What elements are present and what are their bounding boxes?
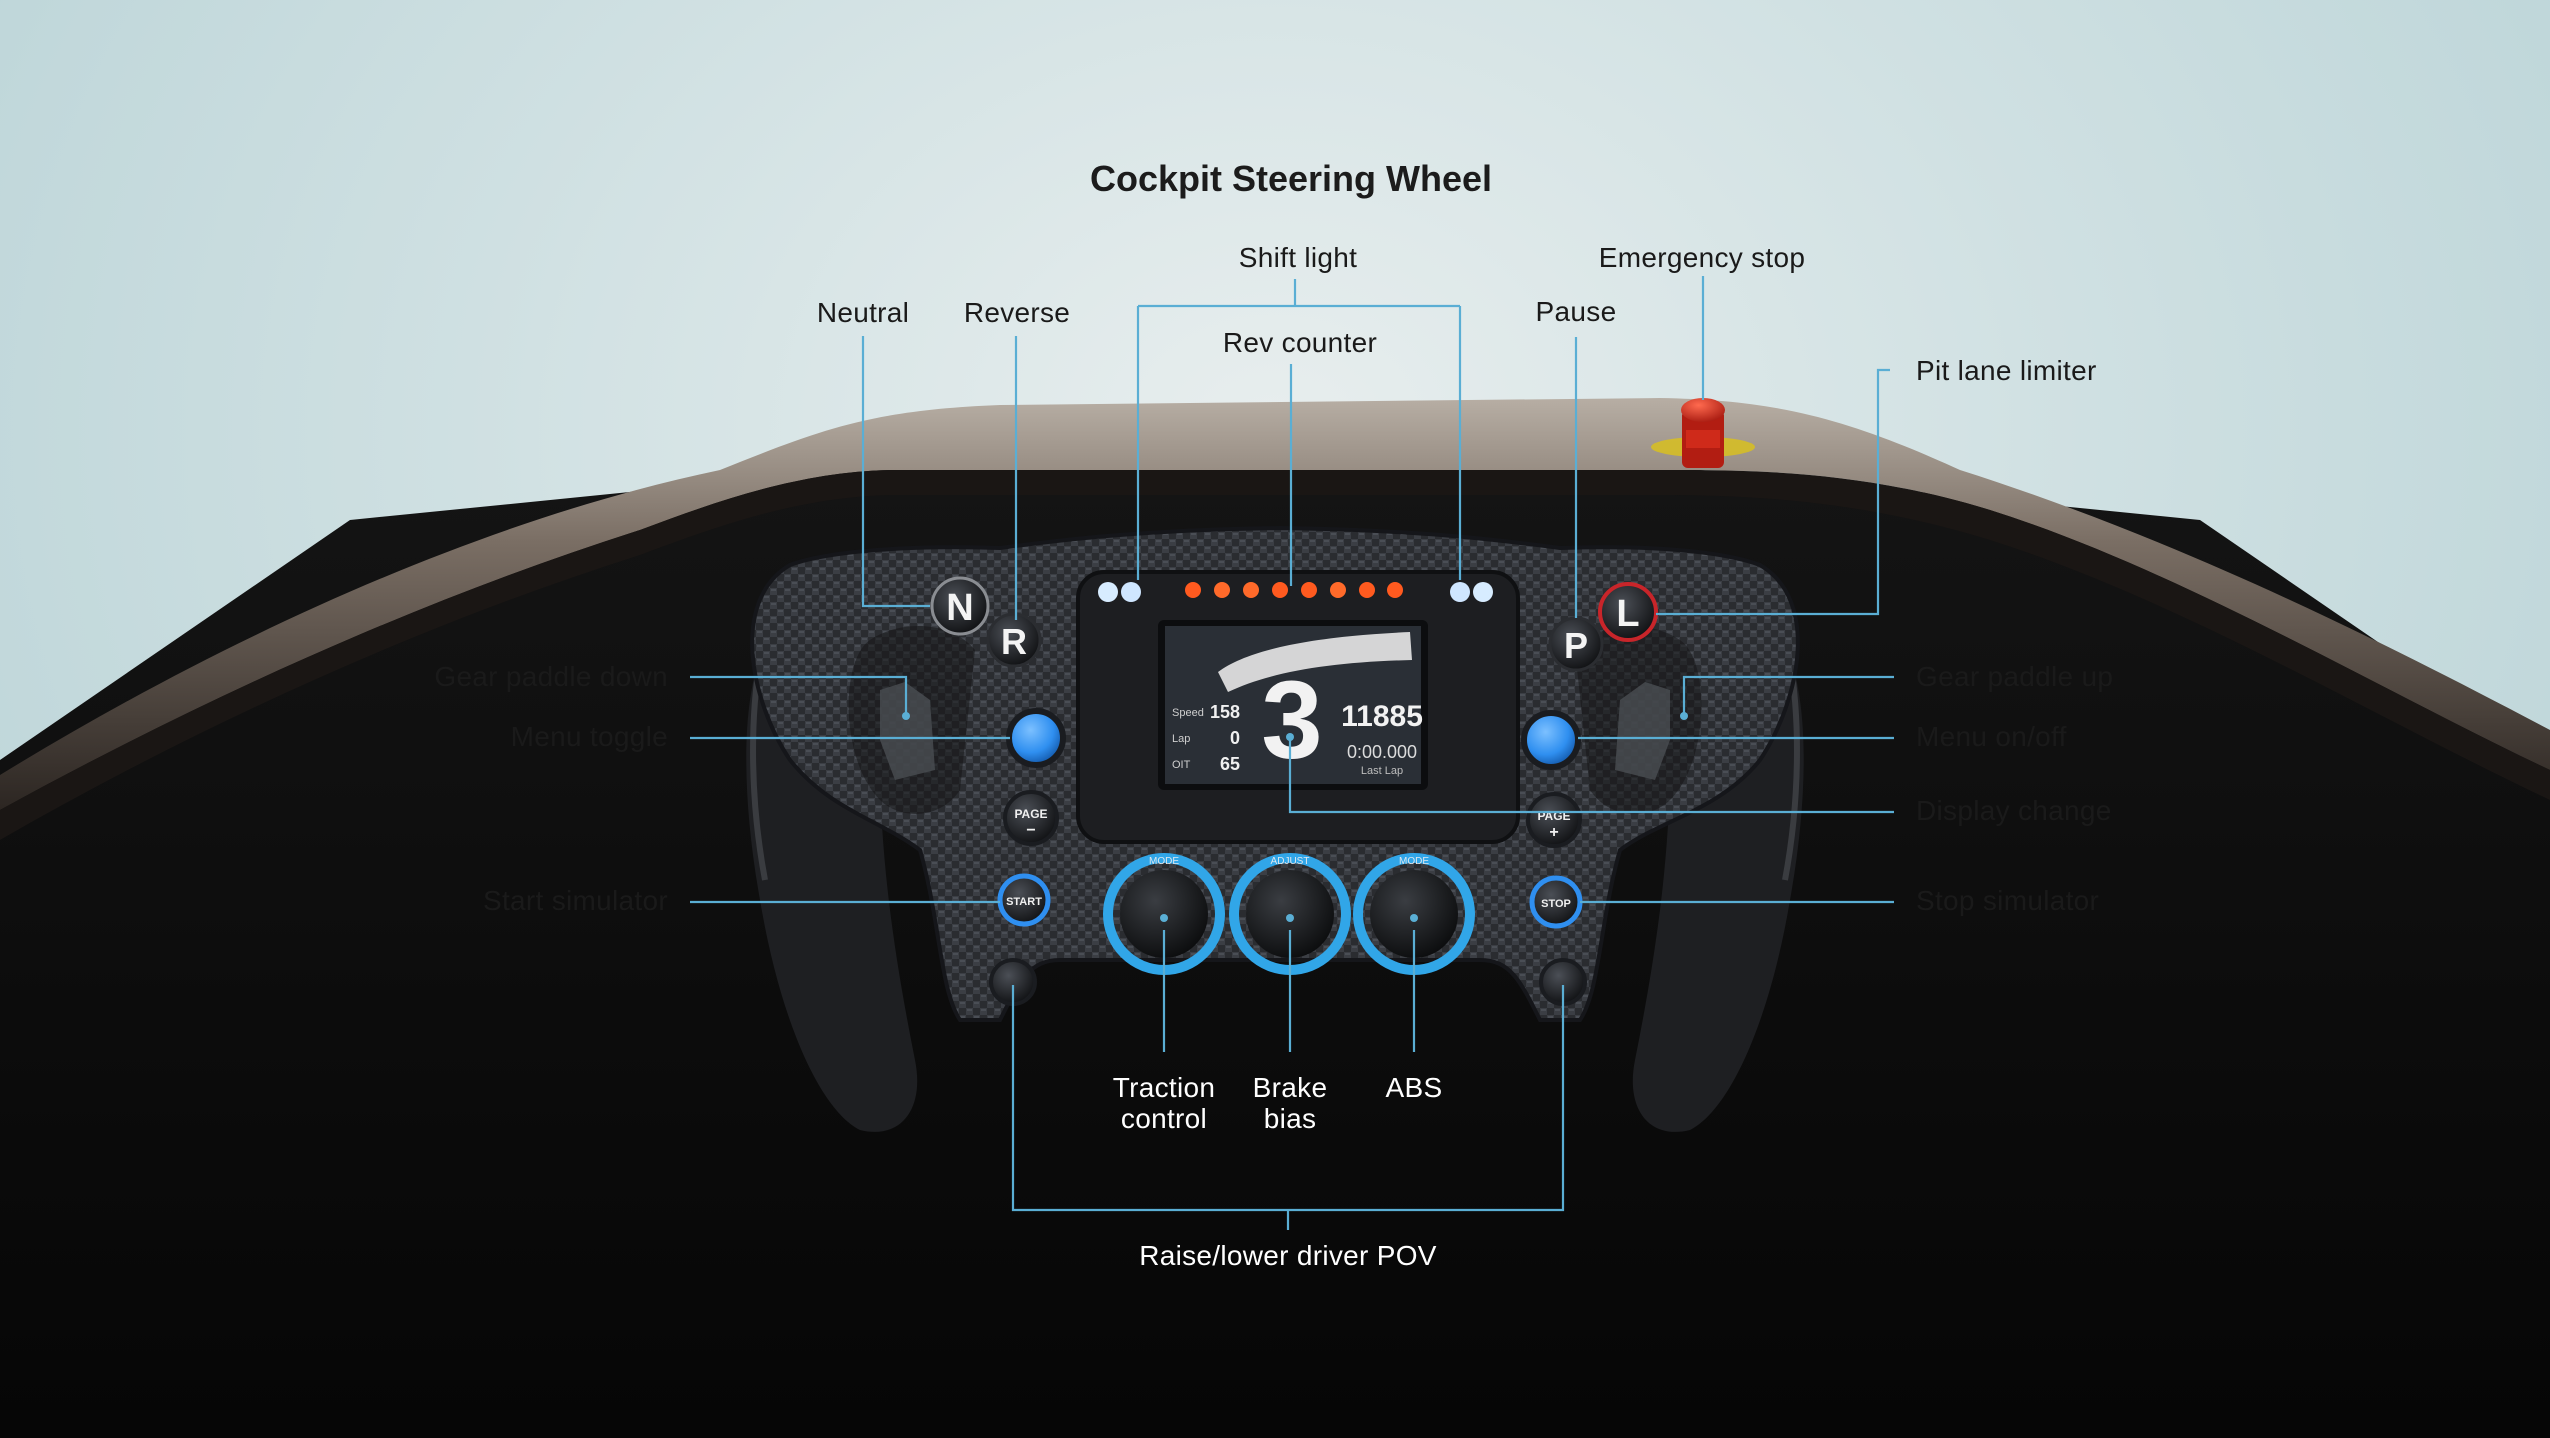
label-shift-light: Shift light	[1238, 242, 1358, 273]
gear-paddle-up[interactable]	[1615, 682, 1670, 780]
svg-text:PAGE: PAGE	[1014, 807, 1047, 821]
label-abs: ABS	[1385, 1072, 1443, 1103]
label-start-simulator: Start simulator	[483, 885, 668, 916]
dash-display: 3 11885 0:00.000 Last Lap Speed 158 Lap …	[1158, 620, 1428, 790]
label-gear-paddle-up: Gear paddle up	[1916, 661, 2114, 692]
svg-text:L: L	[1616, 593, 1639, 635]
svg-text:MODE: MODE	[1149, 856, 1179, 867]
svg-text:R: R	[1001, 621, 1027, 662]
cockpit-cowl	[0, 398, 2550, 810]
svg-text:−: −	[1026, 822, 1035, 839]
svg-text:ADJUST: ADJUST	[1271, 856, 1310, 867]
label-traction-control-line2: control	[1120, 1103, 1208, 1134]
label-pause: Pause	[1535, 296, 1617, 327]
label-traction-control-line1: Traction	[1112, 1072, 1216, 1103]
emergency-stop-button[interactable]	[1651, 398, 1755, 468]
rev-counter-bar	[1218, 632, 1412, 692]
display-rpm: 11885	[1341, 700, 1423, 733]
display-last-lap-label: Last Lap	[1361, 765, 1403, 777]
page-plus-button[interactable]: PAGE +	[1526, 792, 1582, 848]
start-button[interactable]: START	[997, 873, 1051, 927]
svg-text:+: +	[1549, 824, 1558, 841]
label-emergency-stop: Emergency stop	[1598, 242, 1806, 273]
neutral-button[interactable]: N	[930, 576, 990, 636]
svg-text:START: START	[1006, 896, 1042, 908]
gear-paddle-down[interactable]	[880, 682, 935, 780]
pit-lane-limiter-button[interactable]: L	[1598, 582, 1658, 642]
svg-text:STOP: STOP	[1541, 898, 1571, 910]
label-raise-lower-pov: Raise/lower driver POV	[1139, 1240, 1437, 1271]
label-stop-simulator: Stop simulator	[1916, 885, 2100, 916]
label-rev-counter: Rev counter	[1222, 327, 1378, 358]
pause-button[interactable]: P	[1548, 616, 1604, 672]
svg-text:N: N	[946, 587, 973, 629]
shift-light	[1098, 582, 1493, 602]
display-row-label: Lap	[1172, 733, 1190, 745]
label-brake-bias-line2: bias	[1263, 1103, 1317, 1134]
display-row-value: 158	[1210, 702, 1240, 722]
callout-lines	[690, 276, 1894, 1230]
label-menu-toggle: Menu toggle	[510, 721, 668, 752]
display-lap-time: 0:00.000	[1347, 742, 1417, 762]
reverse-button[interactable]: R	[986, 612, 1042, 668]
svg-text:P: P	[1564, 625, 1588, 666]
menu-on-off-button[interactable]	[1521, 710, 1581, 770]
display-row-label: OIT	[1172, 759, 1191, 771]
label-gear-paddle-down: Gear paddle down	[434, 661, 668, 692]
callout-dots	[902, 712, 1688, 922]
page-minus-button[interactable]: PAGE −	[1003, 790, 1059, 846]
page-title: Cockpit Steering Wheel	[1089, 158, 1493, 199]
label-menu-on-off: Menu on/off	[1916, 721, 2067, 752]
stop-button[interactable]: STOP	[1529, 875, 1583, 929]
display-row-label: Speed	[1172, 707, 1204, 719]
display-row-value: 65	[1220, 754, 1240, 774]
svg-text:MODE: MODE	[1399, 856, 1429, 867]
label-traction-control: Traction control	[1113, 1072, 1216, 1134]
label-display-change: Display change	[1916, 795, 2112, 826]
label-brake-bias: Brake bias	[1253, 1072, 1328, 1134]
label-brake-bias-line1: Brake	[1252, 1072, 1328, 1103]
label-pit-lane-limiter: Pit lane limiter	[1916, 355, 2097, 386]
display-row-value: 0	[1230, 728, 1240, 748]
display-gear: 3	[1261, 659, 1322, 782]
label-reverse: Reverse	[963, 297, 1071, 328]
menu-toggle-button[interactable]	[1006, 708, 1066, 768]
label-neutral: Neutral	[816, 297, 910, 328]
